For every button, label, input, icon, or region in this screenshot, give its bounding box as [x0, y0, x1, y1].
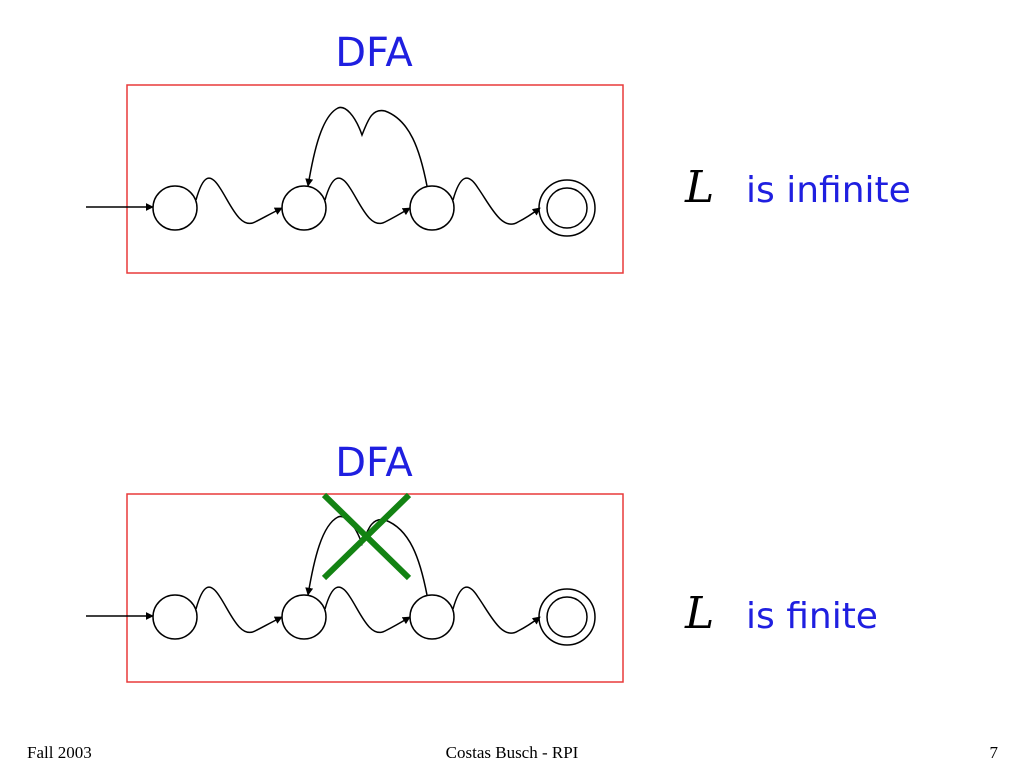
- wavy-transition-2-top: [324, 177, 411, 225]
- wavy-transition-3-bottom: [452, 586, 541, 634]
- language-symbol-top: L: [684, 162, 714, 213]
- wavy-transition-2-bottom: [324, 586, 411, 634]
- wavy-transition-1-top: [195, 177, 283, 225]
- state-accept-inner-top: [546, 187, 588, 229]
- footer-page-number: 7: [990, 743, 999, 762]
- state-loop-end-top: [409, 185, 455, 231]
- statement-text-top: is infinite: [746, 170, 911, 211]
- footer-left: Fall 2003: [27, 743, 92, 762]
- dfa-box-bottom: [126, 493, 624, 683]
- state-initial-bottom: [152, 594, 198, 640]
- dfa-title-top: DFA: [335, 30, 413, 76]
- state-loop-start-top: [281, 185, 327, 231]
- state-loop-end-bottom: [409, 594, 455, 640]
- loop-back-transition-bottom: [305, 515, 428, 596]
- statement-text-bottom: is finite: [746, 596, 878, 637]
- state-accept-inner-bottom: [546, 596, 588, 638]
- dfa-box-top: [126, 84, 624, 274]
- dfa-diagram-finite: DFA L is finite: [86, 440, 878, 683]
- language-symbol-bottom: L: [684, 588, 714, 639]
- loop-back-transition-top: [305, 106, 428, 187]
- dfa-title-bottom: DFA: [335, 440, 413, 486]
- cross-mark-icon: [321, 492, 412, 581]
- state-initial-top: [152, 185, 198, 231]
- wavy-transition-3-top: [452, 177, 541, 225]
- dfa-diagram-infinite: DFA L is infinite: [86, 30, 911, 274]
- footer-center: Costas Busch - RPI: [446, 743, 579, 762]
- wavy-transition-1-bottom: [195, 586, 283, 634]
- state-loop-start-bottom: [281, 594, 327, 640]
